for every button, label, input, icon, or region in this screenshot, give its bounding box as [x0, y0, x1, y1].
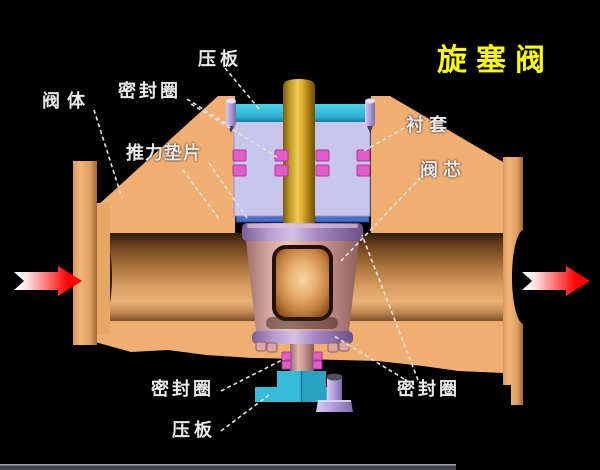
pipe-bore-right-end	[512, 230, 536, 324]
label-seal-ring-bottom-right: 密封圈	[397, 379, 460, 400]
leader-thrust-washer-a	[182, 169, 220, 220]
label-thrust-washer: 推力垫片	[126, 143, 202, 164]
bolt-top-right	[365, 98, 375, 133]
press-plate-bottom-shade	[302, 371, 326, 402]
plug-port-shadow	[266, 317, 338, 329]
valve-body-bonnet-left	[97, 96, 235, 233]
flange-left-step	[97, 203, 110, 334]
label-seal-ring-top: 密封圈	[118, 81, 181, 102]
plug-lower-stem	[290, 344, 314, 375]
plug-bottom-lugs	[255, 341, 350, 353]
bolt-bottom	[316, 373, 353, 412]
seal-rings-bottom	[281, 351, 323, 370]
label-valve-body: 阀体	[42, 91, 92, 112]
diagram-title: 旋塞阀	[437, 43, 554, 78]
valve-body-bonnet-right	[371, 96, 503, 233]
leader-press-plate-bottom	[220, 394, 270, 432]
leader-press-plate-top	[224, 67, 260, 110]
label-press-plate-bottom: 压板	[172, 420, 216, 441]
label-seal-ring-bottom-left: 密封圈	[151, 379, 214, 400]
plug-bottom-ring	[252, 331, 353, 344]
label-bushing: 衬套	[406, 115, 452, 136]
flow-arrow-right	[522, 266, 590, 296]
flange-right-notch	[503, 385, 511, 405]
leader-seal-top-a	[186, 98, 231, 127]
label-valve-core: 阀芯	[420, 160, 466, 181]
leader-valve-core	[340, 176, 422, 262]
plug-collar-highlight	[247, 224, 358, 228]
press-plate-top-right	[314, 104, 374, 122]
valve-stem	[283, 79, 315, 224]
leader-seal-bottom-left	[220, 358, 285, 392]
flange-left	[73, 161, 97, 345]
label-press-plate-top: 压板	[198, 49, 242, 70]
leader-bushing	[361, 127, 405, 153]
flow-arrow-left	[14, 266, 82, 296]
plug-port-opening	[272, 245, 333, 321]
bottom-edge-strip	[0, 464, 456, 470]
press-plate-top-left	[230, 104, 290, 122]
leader-lines	[93, 67, 422, 432]
leader-seal-bottom-right-a	[361, 234, 419, 381]
leader-seal-top-b	[190, 103, 278, 158]
bottom-edge-strip-highlight	[0, 464, 456, 466]
leader-valve-body	[93, 109, 123, 199]
